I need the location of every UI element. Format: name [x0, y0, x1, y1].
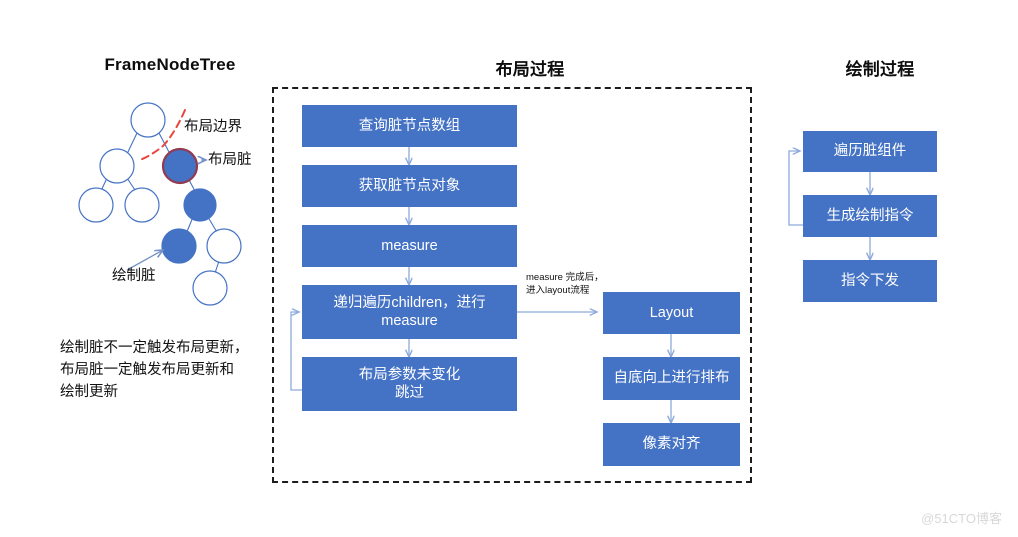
tree-node-paint-dirty: [161, 228, 197, 264]
flow-box-bottom-up-arrange[interactable]: 自底向上进行排布: [603, 357, 740, 400]
tree-node-root: [130, 102, 166, 138]
flow-box-pixel-align[interactable]: 像素对齐: [603, 423, 740, 466]
flow-box-query-dirty-nodes[interactable]: 查询脏节点数组: [302, 105, 517, 147]
flow-box-traverse-dirty-components[interactable]: 遍历脏组件: [803, 131, 937, 172]
flow-box-generate-draw-commands[interactable]: 生成绘制指令: [803, 195, 937, 237]
frame-node-tree-note: 绘制脏不一定触发布局更新， 布局脏一定触发布局更新和 绘制更新: [60, 340, 249, 400]
measure-to-layout-annotation: measure 完成后， 进入layout流程: [526, 272, 604, 296]
flow-box-measure[interactable]: measure: [302, 225, 517, 267]
flow-box-recursive-measure-children[interactable]: 递归遍历children，进行 measure: [302, 285, 517, 339]
tree-node-left-left: [78, 187, 114, 223]
flow-box-skip-unchanged-params[interactable]: 布局参数未变化 跳过: [302, 357, 517, 411]
tree-label-layout-dirty: 布局脏: [208, 152, 252, 168]
watermark: @51CTO博客: [921, 511, 1002, 526]
flow-box-layout[interactable]: Layout: [603, 292, 740, 334]
page-title-frame-node-tree: FrameNodeTree: [104, 55, 236, 74]
page-title-draw-process: 绘制过程: [845, 60, 915, 79]
layout-process-boundary: [272, 87, 752, 483]
tree-node-left: [99, 148, 135, 184]
layout-boundary-dash: [139, 109, 186, 161]
page-title-layout-process: 布局过程: [495, 60, 565, 79]
flow-box-dispatch-commands[interactable]: 指令下发: [803, 260, 937, 302]
tree-node-layout-dirty: [161, 147, 199, 185]
tree-node-right: [206, 228, 242, 264]
tree-node-left-right: [124, 187, 160, 223]
flow-box-get-dirty-node-objects[interactable]: 获取脏节点对象: [302, 165, 517, 207]
tree-label-paint-dirty: 绘制脏: [112, 268, 156, 284]
tree-edges: [99, 132, 221, 277]
tree-label-layout-boundary: 布局边界: [184, 119, 242, 135]
tree-node-dirty-mid: [183, 188, 217, 222]
tree-node-right-leaf: [192, 270, 228, 306]
